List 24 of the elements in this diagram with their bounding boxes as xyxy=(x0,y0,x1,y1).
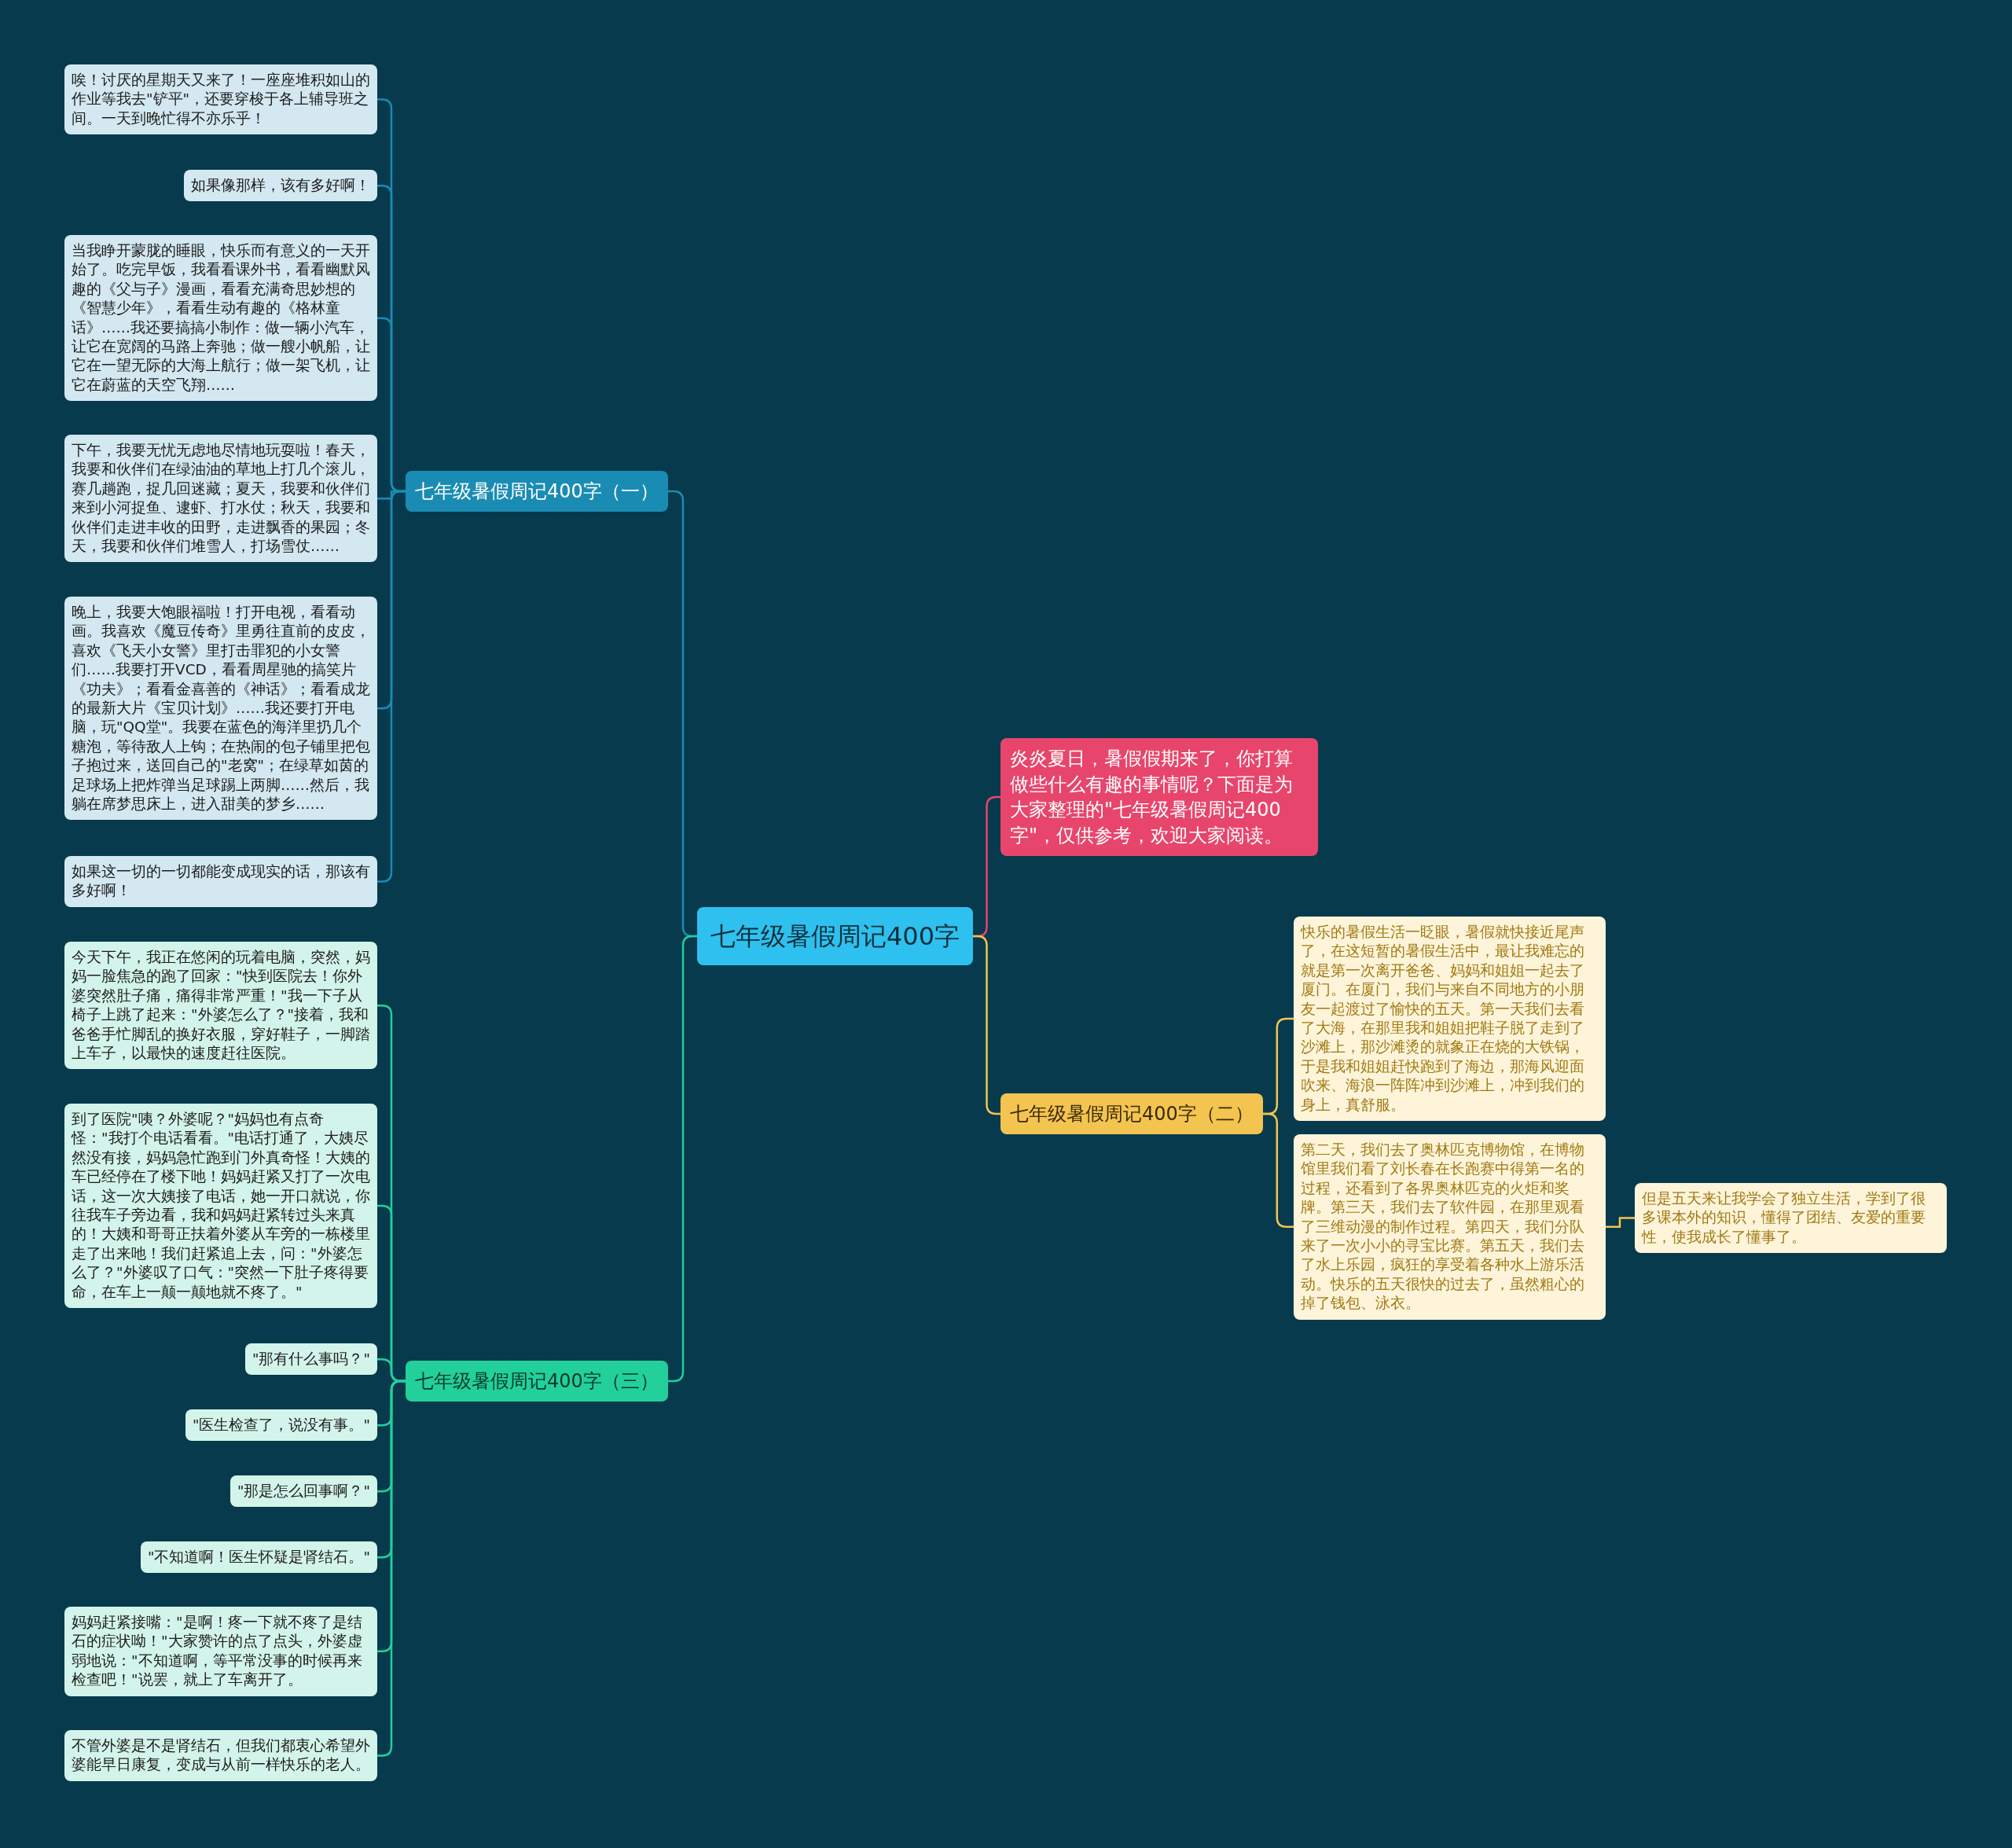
text-card: 第二天，我们去了奥林匹克博物馆，在博物馆里我们看了刘长春在长跑赛中得第一名的过程，还看到了各界奥林匹克的火炬和奖牌。第三天，我们去了软件园，在那里观看了三维动漫的制作过程。第四天，我们分队来了一次小小的寻宝比赛。第五天，我们去了水上乐园，疯狂的享受着各种水上游乐活动。快乐的五天很快的过去了，虽然粗心的掉了钱包、泳衣。 xyxy=(1294,1134,1606,1320)
text-card: "医生检查了，说没有事。" xyxy=(185,1409,377,1442)
connector-line xyxy=(1606,1217,1635,1229)
text-card: 今天下午，我正在悠闲的玩着电脑，突然，妈妈一脸焦急的跑了回家："快到医院去！你外婆突然肚子痛，痛得非常严重！"我一下子从椅子上跳了起来："外婆怎么了？"接着，我和爸爸手忙脚乱的换好衣服，穿好鞋子，一脚踏上车子，以最快的速度赶往医院。 xyxy=(64,942,377,1070)
text-card: 如果这一切的一切都能变成现实的话，那该有多好啊！ xyxy=(64,856,377,907)
text-card: "那是怎么回事啊？" xyxy=(229,1475,377,1508)
connector-line xyxy=(1262,1112,1294,1229)
text-card: 快乐的暑假生活一眨眼，暑假就快接近尾声了，在这短暂的暑假生活中，最让我难忘的就是第一次离开爸爸、妈妈和姐姐一起去了厦门。在厦门，我们与来自不同地方的小朋友一起渡过了愉快的五天。第一天我们去看了大海，在那里我和姐姐把鞋子脱了走到了沙滩上，那沙滩烫的就象正在烧的大铁锅，于是我和姐姐赶快跑到了海边，那海风迎面吹来、海浪一阵阵冲到沙滩上，冲到我们的身上，真舒服。 xyxy=(1294,917,1606,1122)
branch-topic-box: 七年级暑假周记400字（一） xyxy=(406,471,668,512)
text-card: 当我睁开蒙胧的睡眼，快乐而有意义的一天开始了。吃完早饭，我看看课外书，看看幽默风趣的《父与子》漫画，看看充满奇思妙想的《智慧少年》，看看生动有趣的《格林童话》……我还要搞搞小制作：做一辆小汽车，让它在宽阔的马路上奔驰；做一艘小帆船，让它在一望无际的大海上航行；做一架飞机，让它在蔚蓝的天空飞翔…… xyxy=(64,235,377,402)
text-card: 但是五天来让我学会了独立生活，学到了很多课本外的知识，懂得了团结、友爱的重要性，使我成长了懂事了。 xyxy=(1635,1183,1947,1254)
text-card: 如果像那样，该有多好啊！ xyxy=(184,170,377,202)
branch-topic-box: 七年级暑假周记400字（二） xyxy=(1000,1093,1263,1134)
text-card: 唉！讨厌的星期天又来了！一座座堆积如山的作业等我去"铲平"，还要穿梭于各上辅导班之间。一天到晚忙得不亦乐乎！ xyxy=(64,64,377,135)
text-card: 妈妈赶紧接嘴："是啊！疼一下就不疼了是结石的症状呦！"大家赞许的点了点头，外婆虚弱地说："不知道啊，等平常没事的时候再来检查吧！"说罢，就上了车离开了。 xyxy=(64,1607,377,1696)
intro-box: 炎炎夏日，暑假假期来了，你打算做些什么有趣的事情呢？下面是为大家整理的"七年级暑假周记400字"，仅供参考，欢迎大家阅读。 xyxy=(1000,738,1318,856)
text-card: 到了医院"咦？外婆呢？"妈妈也有点奇怪："我打个电话看看。"电话打通了，大姨尽然没有接，妈妈急忙跑到门外真奇怪！大姨的车已经停在了楼下吔！妈妈赶紧又打了一次电话，这一次大姨接了电话，她一开口就说，你往我车子旁边看，我和妈妈赶紧转过头来真的！大姨和哥哥正扶着外婆从车旁的一栋楼里走了出来吔！我们赶紧追上去，问："外婆怎么了？"外婆叹了口气："突然一下肚子疼得要命，在车上一颠一颠地就不疼了。" xyxy=(64,1104,377,1309)
text-card: "那有什么事吗？" xyxy=(244,1343,377,1376)
text-card: 晚上，我要大饱眼福啦！打开电视，看看动画。我喜欢《魔豆传奇》里勇往直前的皮皮，喜欢《飞天小女警》里打击罪犯的小女警们……我要打开VCD，看看周星驰的搞笑片《功夫》；看看金喜善的《神话》；看看成龙的最新大片《宝贝计划》……我还要打开电脑，玩"QQ堂"。我要在蓝色的海洋里扔几个糖泡，等待敌人上钩；在热闹的包子铺里把包子抱过来，送回自己的"老窝"；在绿草如茵的足球场上把炸弹当足球踢上两脚……然后，我躺在席梦思床上，进入甜美的梦乡…… xyxy=(64,597,377,821)
text-card: 下午，我要无忧无虑地尽情地玩耍啦！春天，我要和伙伴们在绿油油的草地上打几个滚儿，赛几趟跑，捉几回迷藏；夏天，我要和伙伴们来到小河捉鱼、逮虾、打水仗；秋天，我要和伙伴们走进丰收的田野，走进飘香的果园；冬天，我要和伙伴们堆雪人，打场雪仗…… xyxy=(64,435,377,563)
central-topic-box: 七年级暑假周记400字 xyxy=(697,907,973,965)
text-card: 不管外婆是不是肾结石，但我们都衷心希望外婆能早日康复，变成与从前一样快乐的老人。 xyxy=(64,1730,377,1781)
branch-topic-box: 七年级暑假周记400字（三） xyxy=(406,1361,668,1402)
text-card: "不知道啊！医生怀疑是肾结石。" xyxy=(140,1541,377,1574)
